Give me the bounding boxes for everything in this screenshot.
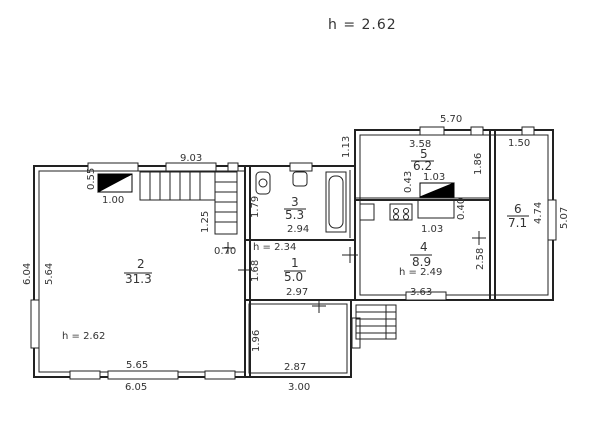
dim-1-96: 1.96	[251, 330, 262, 352]
room-6-area: 7.1	[508, 216, 527, 230]
height-hall: h = 2.34	[253, 242, 296, 253]
dim-1-00: 1.00	[102, 195, 124, 206]
fixtures	[255, 171, 455, 233]
stoves	[97, 173, 455, 198]
stairs-main	[139, 171, 238, 235]
dim-1-25: 1.25	[200, 211, 211, 233]
height-labels: h = 2.62 h = 2.34 h = 2.49	[62, 242, 442, 342]
dimension-labels: 9.03 0.55 1.00 1.25 0.70 6.04 5.64 5.65 …	[22, 114, 570, 393]
dim-1-79: 1.79	[250, 196, 261, 218]
dim-6-05: 6.05	[125, 382, 147, 393]
dim-1-03-top: 1.03	[423, 172, 445, 183]
dim-3-63: 3.63	[410, 287, 432, 298]
room-2-area: 31.3	[125, 272, 152, 286]
dim-5-65: 5.65	[126, 360, 148, 371]
room-1-area: 5.0	[284, 270, 303, 284]
dim-1-50: 1.50	[508, 138, 530, 149]
dim-2-94: 2.94	[287, 224, 309, 235]
room-4-number: 4	[420, 240, 428, 254]
dim-2-87: 2.87	[284, 362, 306, 373]
room-5-number: 5	[420, 147, 428, 161]
dim-3-00: 3.00	[288, 382, 310, 393]
dim-1-03-bottom: 1.03	[421, 224, 443, 235]
dim-0-55: 0.55	[86, 168, 97, 190]
room-6-number: 6	[514, 202, 522, 216]
dim-5-70: 5.70	[440, 114, 462, 125]
dim-6-04: 6.04	[22, 263, 33, 285]
room-4-area: 8.9	[412, 255, 431, 269]
dim-2-97: 2.97	[286, 287, 308, 298]
dim-4-74: 4.74	[533, 202, 544, 224]
room-2-number: 2	[137, 257, 145, 271]
dim-2-58: 2.58	[475, 248, 486, 270]
room-1-number: 1	[291, 256, 299, 270]
header-ceiling-height: h = 2.62	[328, 17, 397, 33]
room-labels: 2 31.3 3 5.3 1 5.0 4 8.9 5 6.2 6 7.1	[124, 147, 529, 286]
room-3-number: 3	[291, 195, 299, 209]
dim-5-07: 5.07	[559, 207, 570, 229]
height-kitchen: h = 2.49	[399, 267, 442, 278]
dim-0-40: 0.40	[456, 198, 467, 220]
dim-5-64: 5.64	[44, 263, 55, 285]
dim-1-13: 1.13	[341, 136, 352, 158]
dim-0-70: 0.70	[214, 246, 236, 257]
dim-9-03: 9.03	[180, 153, 202, 164]
dim-1-68: 1.68	[250, 260, 261, 282]
room-5-area: 6.2	[413, 159, 432, 173]
stairs-porch	[355, 304, 397, 340]
cross-markers	[222, 231, 486, 313]
room-3-area: 5.3	[285, 208, 304, 222]
dim-0-43: 0.43	[403, 171, 414, 193]
dim-1-86: 1.86	[473, 153, 484, 175]
height-main: h = 2.62	[62, 331, 105, 342]
dim-3-58: 3.58	[409, 139, 431, 150]
